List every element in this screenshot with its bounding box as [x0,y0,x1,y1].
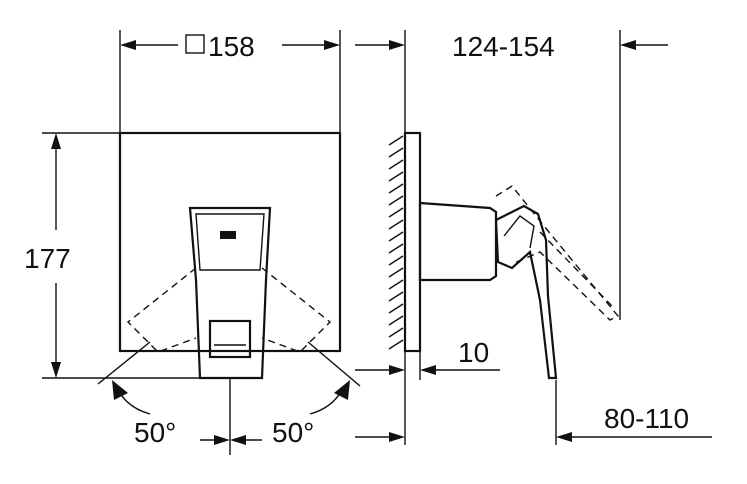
hatch-line [388,171,404,182]
lever-raised-position [539,231,613,307]
hatch-line [388,327,404,338]
hatch-line [388,183,404,194]
hatch-line [388,195,404,206]
valve-body [418,201,498,282]
plate-label: 10 [458,337,489,368]
arrowhead [230,435,246,445]
hatch-line [388,279,404,290]
arrowhead [620,40,636,50]
arrowhead [389,40,405,50]
cover-plate [118,131,342,353]
angle-right-label: 50° [272,417,314,448]
arrowhead [51,133,61,149]
hatch-line [388,243,404,254]
hatch-line [388,231,404,242]
arrowhead [112,380,128,400]
lever-raised-position [495,185,620,321]
hatch-line [388,303,404,314]
hatch-line [388,255,404,266]
arrowhead [214,435,230,445]
hatch-line [388,291,404,302]
width-label: 158 [208,31,255,62]
depth-label: 124-154 [452,31,555,62]
hatch-line [388,159,404,170]
lever-grip [208,319,252,359]
arrowhead [334,380,350,400]
hatch-line [388,207,404,218]
wall-hatching [388,135,404,350]
lever-side-detail [503,215,535,249]
arrowhead [556,432,572,442]
hatch-line [388,135,404,146]
lever-right-position [261,267,332,353]
lever-left-position [126,267,197,353]
angle-left-label: 50° [134,417,176,448]
height-label: 177 [24,243,71,274]
arrowhead [389,432,405,442]
front-view: 158 177 50° 50° [24,30,361,455]
lever-handle [188,206,272,380]
arrowhead [120,40,136,50]
arrowhead [51,362,61,378]
side-view: 124-154 10 80-110 [355,30,712,445]
arrowhead [420,365,436,375]
arrowhead [389,365,405,375]
square-symbol-icon [185,34,205,54]
hatch-line [388,147,404,158]
arrowhead [324,40,340,50]
lever-top-face [195,213,265,271]
angle-leader-left [97,341,151,385]
lever-side-profile [494,204,558,380]
hatch-line [388,315,404,326]
hatch-line [388,267,404,278]
side-cover-plate [403,131,422,353]
reach-label: 80-110 [604,403,689,434]
lever-indicator [220,231,236,239]
hatch-line [388,219,404,230]
angle-leader-right [307,341,361,387]
hatch-line [388,339,404,350]
